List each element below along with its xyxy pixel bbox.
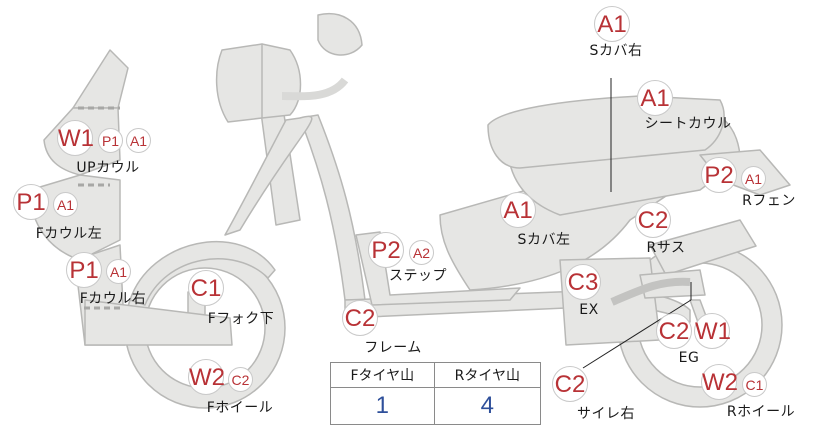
frame-tube: [224, 115, 313, 236]
leader-line-muffler: [582, 299, 692, 369]
badge-front-cowl-left-p1: P1: [13, 184, 49, 220]
front-tire-value: 1: [330, 387, 435, 425]
badge-frame-c2: C2: [342, 300, 378, 336]
front-fender: [129, 240, 276, 306]
headlight-housing: [261, 43, 302, 119]
badge-side-cover-right-a1: A1: [594, 6, 630, 42]
label-engine: EG: [678, 350, 700, 366]
badge-engine-c2: C2: [656, 313, 692, 349]
badge-front-cowl-right-a1: A1: [106, 259, 131, 284]
label-up-cowl: UPカウル: [76, 160, 140, 176]
badge-rear-wheel-w2: W2: [701, 364, 738, 400]
label-seat-cowl: シートカウル: [644, 116, 732, 132]
seat: [487, 95, 725, 169]
label-side-cover-left: Sカバ左: [517, 232, 571, 248]
rear-shock: [649, 219, 757, 276]
badge-up-cowl-w1: W1: [57, 120, 94, 156]
badge-seat-cowl-a1: A1: [637, 80, 673, 116]
label-frame: フレーム: [364, 340, 422, 356]
label-rear-suspension: Rサス: [646, 240, 686, 256]
badge-rear-fender-a1: A1: [741, 166, 766, 191]
badge-engine-w1: W1: [694, 313, 731, 349]
badge-side-cover-left-a1: A1: [500, 192, 536, 228]
badge-up-cowl-a1: A1: [126, 128, 151, 153]
badge-rear-suspension-c2: C2: [635, 202, 671, 238]
badge-step-p2: P2: [368, 232, 404, 268]
label-rear-wheel: Rホイール: [726, 404, 796, 420]
badge-rear-fender-p2: P2: [701, 157, 737, 193]
label-exhaust: EX: [579, 302, 599, 318]
label-front-wheel: Fホイール: [206, 400, 274, 416]
label-side-cover-right: Sカバ右: [589, 43, 643, 59]
front-cowl-top: [72, 49, 129, 109]
front-cowl-left: [29, 174, 121, 261]
badge-up-cowl-p1: P1: [98, 128, 123, 153]
rear-tire-header: Rタイヤ山: [433, 362, 542, 388]
badge-front-wheel-w2: W2: [188, 359, 225, 395]
label-front-cowl-left: Fカウル左: [35, 226, 103, 242]
badge-front-cowl-right-p1: P1: [66, 252, 102, 288]
rear-tire-value: 4: [433, 387, 542, 425]
badge-front-cowl-left-a1: A1: [53, 192, 78, 217]
mirror: [317, 13, 363, 56]
label-rear-fender: Rフェン: [742, 193, 796, 209]
label-muffler-right: サイレ右: [577, 406, 635, 422]
front-fork-lower: [84, 299, 233, 346]
label-step: ステップ: [389, 268, 447, 284]
badge-muffler-right-c2: C2: [552, 366, 588, 402]
tire-tread-table: Fタイヤ山 Rタイヤ山 1 4: [330, 362, 542, 425]
label-front-cowl-right: Fカウル右: [79, 291, 147, 307]
badge-front-wheel-c2: C2: [228, 367, 253, 392]
badge-step-a2: A2: [409, 240, 434, 265]
frame-downtube: [299, 114, 366, 301]
label-front-fork: Fフォク下: [207, 311, 275, 327]
badge-rear-wheel-c1: C1: [742, 372, 767, 397]
badge-front-fork-c1: C1: [188, 270, 224, 306]
front-tire-header: Fタイヤ山: [330, 362, 435, 388]
badge-exhaust-c3: C3: [565, 264, 601, 300]
